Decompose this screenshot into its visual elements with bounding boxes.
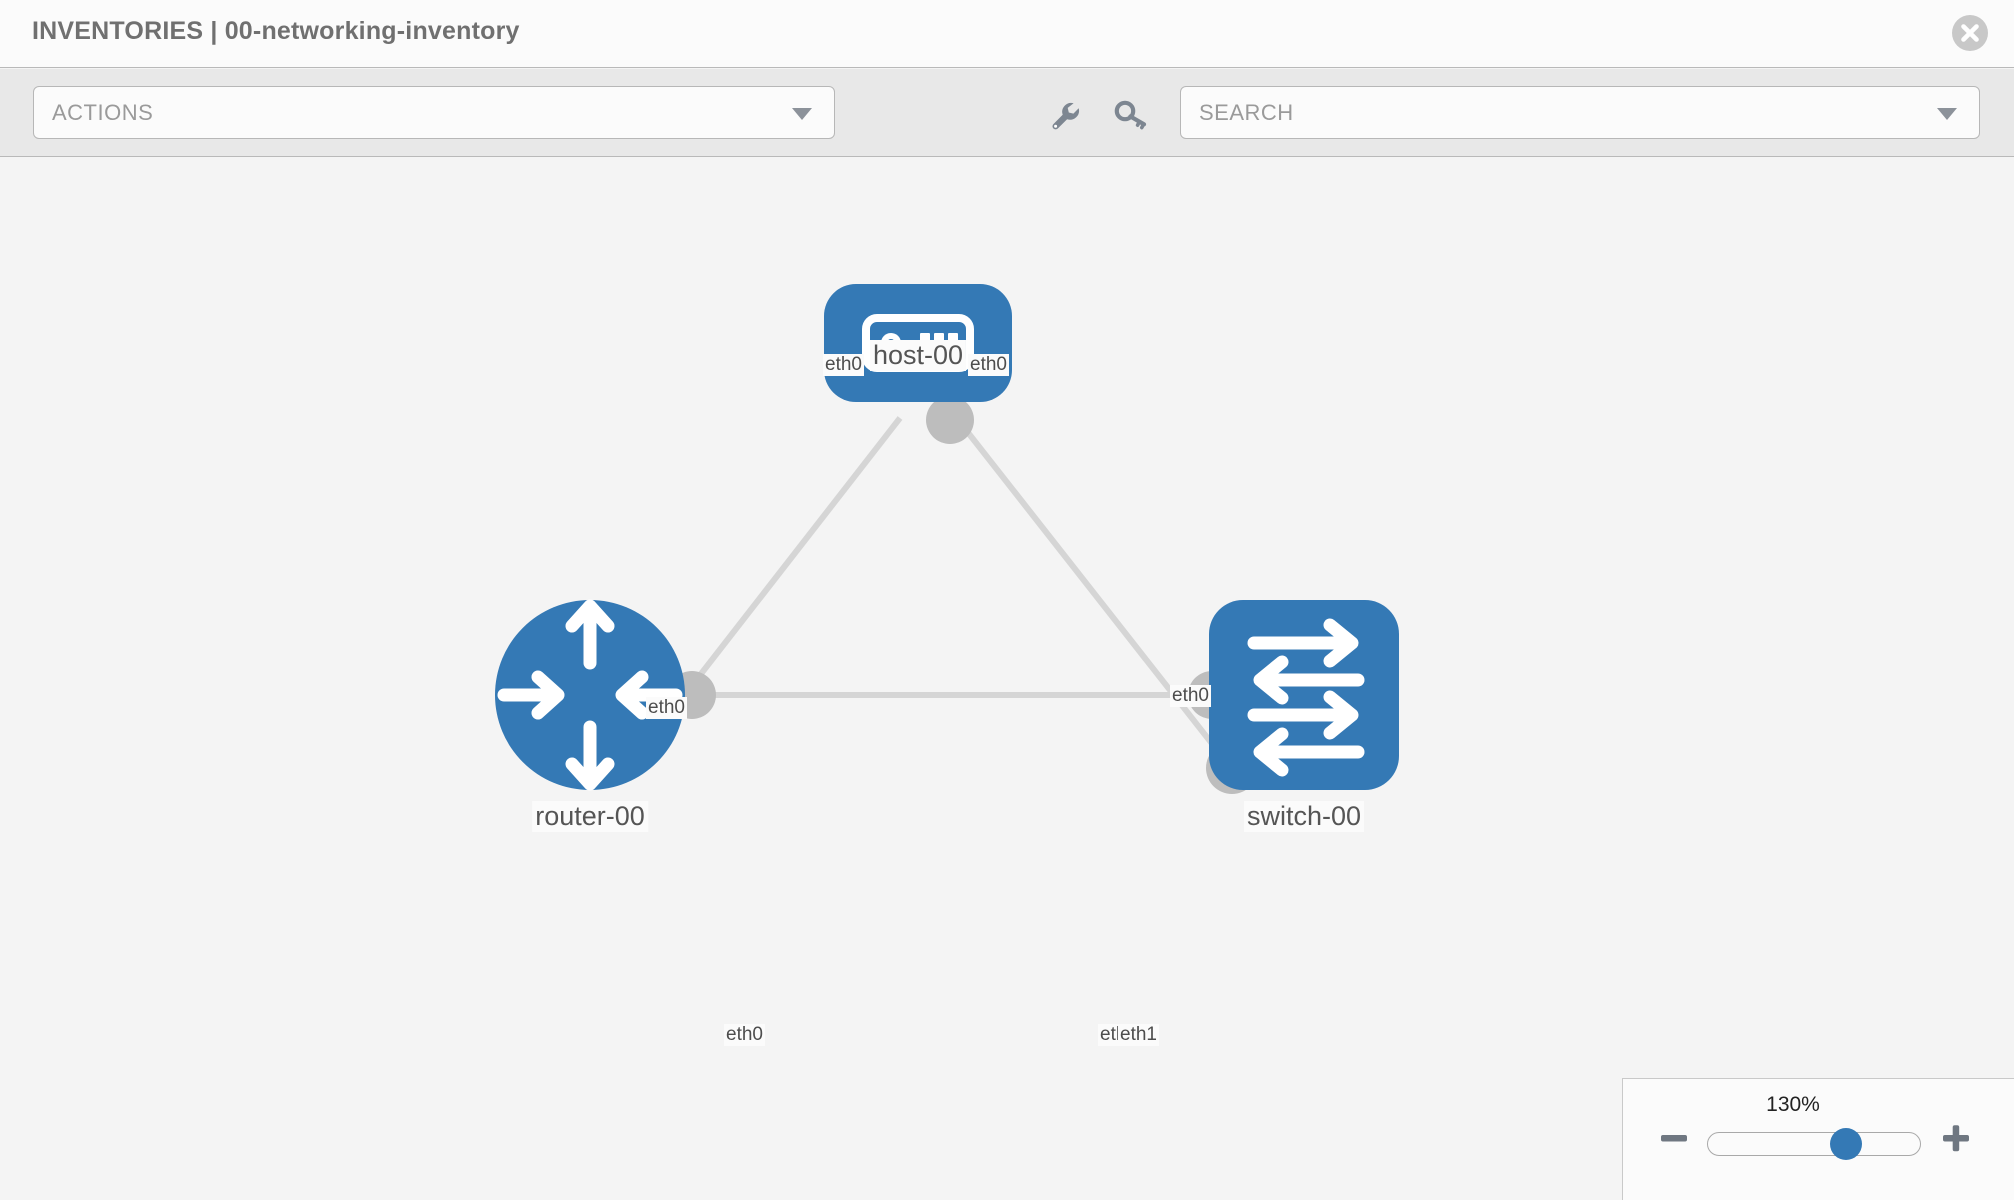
node-label-router-00: router-00 bbox=[532, 801, 648, 832]
iface-label-router-uplink: eth0 bbox=[646, 697, 687, 719]
iface-label-switch-uplink: eth0 bbox=[1170, 685, 1211, 707]
node-switch-00 bbox=[1209, 600, 1399, 790]
connector-layer bbox=[668, 396, 1258, 794]
key-icon[interactable] bbox=[1112, 97, 1150, 135]
iface-label-host-right: eth0 bbox=[968, 354, 1009, 376]
search-placeholder: SEARCH bbox=[1199, 100, 1294, 125]
actions-dropdown-label: ACTIONS bbox=[52, 100, 154, 125]
node-router-00 bbox=[495, 599, 685, 791]
page-title: INVENTORIES | 00-networking-inventory bbox=[32, 17, 520, 45]
zoom-control-panel: 130% bbox=[1622, 1078, 2014, 1200]
edge-host-switch bbox=[952, 414, 1238, 775]
topology-graph bbox=[495, 284, 1399, 794]
iface-label-host-left: eth0 bbox=[823, 354, 864, 376]
router-arrows-icon bbox=[497, 599, 683, 791]
close-icon[interactable] bbox=[1952, 15, 1988, 51]
topology-canvas[interactable]: host-00 router-00 switch-00 eth0 eth0 et… bbox=[0, 158, 2014, 1200]
iface-label-router-trunk: eth0 bbox=[724, 1024, 765, 1046]
chevron-down-icon bbox=[792, 108, 812, 120]
page-header: INVENTORIES | 00-networking-inventory bbox=[0, 0, 2014, 68]
zoom-slider-thumb[interactable] bbox=[1829, 1128, 1862, 1160]
minus-icon[interactable] bbox=[1657, 1121, 1691, 1155]
wrench-icon[interactable] bbox=[1046, 97, 1084, 135]
zoom-level-label: 130% bbox=[1766, 1093, 1820, 1116]
search-input[interactable]: SEARCH bbox=[1180, 86, 1980, 139]
edge-layer bbox=[617, 414, 1238, 780]
node-label-switch-00: switch-00 bbox=[1243, 801, 1365, 832]
node-label-host-00: host-00 bbox=[869, 340, 967, 371]
zoom-slider-track[interactable] bbox=[1707, 1128, 1921, 1160]
plus-icon[interactable] bbox=[1939, 1121, 1973, 1155]
chevron-down-icon bbox=[1937, 108, 1957, 120]
iface-label-switch-trunk-b: eth1 bbox=[1118, 1024, 1159, 1046]
toolbar: ACTIONS SEARCH bbox=[0, 69, 2014, 157]
actions-dropdown[interactable]: ACTIONS bbox=[33, 86, 835, 139]
switch-arrows-icon bbox=[1247, 618, 1365, 777]
connector-host-right bbox=[926, 396, 974, 444]
